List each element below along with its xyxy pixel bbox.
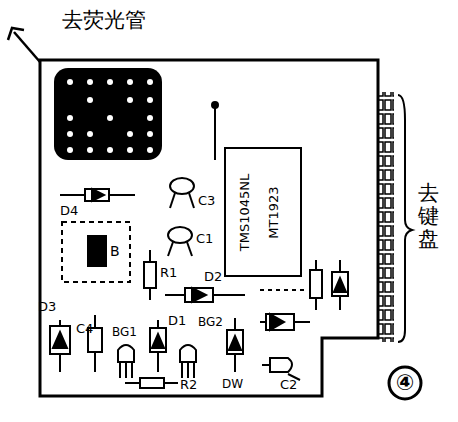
figure-number: ④ xyxy=(396,372,415,394)
part-label: C2 xyxy=(280,378,297,391)
part-label: R2 xyxy=(180,378,197,391)
part-label: D3 xyxy=(38,300,56,313)
part-label: C1 xyxy=(196,232,213,245)
part-label: C3 xyxy=(198,194,215,207)
part-label: D2 xyxy=(204,270,222,283)
part-label: B xyxy=(110,244,120,258)
part-label: DW xyxy=(222,378,243,390)
ic-chip: TMS1045NL MT1923 xyxy=(227,150,299,274)
part-label: R1 xyxy=(160,266,177,279)
part-label: D1 xyxy=(168,314,186,327)
part-label: BG1 xyxy=(112,326,137,338)
chip-marking: TMS1045NL xyxy=(239,173,252,250)
part-label: D4 xyxy=(60,204,78,217)
chip-marking: MT1923 xyxy=(267,186,280,238)
part-label: BG2 xyxy=(198,316,223,328)
part-label: C4 xyxy=(76,322,93,335)
connector-label: 去键盘 xyxy=(418,182,439,251)
arrow-label: 去荧光管 xyxy=(62,10,146,31)
transformer-box: B xyxy=(106,240,128,262)
